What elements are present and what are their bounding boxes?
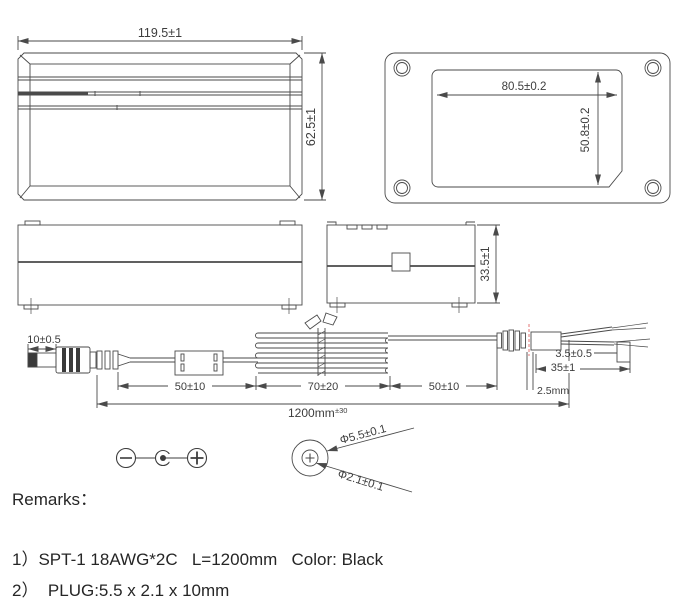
dc-socket [391,252,411,272]
positive-terminal-icon [186,447,208,469]
remark-line-2: 2） PLUG:5.5 x 2.1 x 10mm [12,581,230,600]
front-width-dim-label: 119.5±1 [138,26,182,40]
total-length-label: 1200mm [288,406,335,420]
end-view [326,221,500,313]
remarks-title: Remarks： [12,490,98,509]
polarity-diagram [115,447,208,469]
plug-detail [291,427,415,493]
wire-gap-dim-label: 2.5mm [537,385,569,397]
outer-diameter-label: Φ5.5±0.1 [339,423,388,447]
front-view [17,36,326,201]
side-view [17,220,303,314]
coil-dim-label: 70±20 [308,381,339,393]
coiled-cable [255,332,389,374]
end-height-dim-label: 33.5±1 [480,246,492,281]
front-height-dim-label: 62.5±1 [304,108,318,146]
seg1-dim-label: 50±10 [175,381,206,393]
label-backing [422,379,466,391]
adapter-drawing-canvas: 119.5±1 62.5±1 80.5±0.2 50.8±0.2 [17,26,671,494]
inner-diameter-label: Φ2.1±0.1 [336,468,385,493]
dc-plug [27,346,131,374]
center-pin-icon [154,449,188,467]
wire-ends [560,322,651,348]
output-connector [496,329,562,352]
bottom-width-dim-label: 80.5±0.2 [502,81,547,93]
plug-dim-label: 10±0.5 [27,334,61,346]
remark-line-1: 1）SPT-1 18AWG*2C L=1200mm Color: Black [12,550,384,569]
negative-terminal-icon [115,447,137,469]
tail-dim-label: 35±1 [551,362,575,374]
ferrite-bead [174,350,224,376]
seg2-dim-label: 50±10 [429,381,460,393]
total-length-tolerance: ±30 [335,406,347,415]
strip-dim-label: 3.5±0.5 [555,348,592,360]
label-backing [301,379,345,391]
bottom-view [384,52,671,204]
twist-tie [304,312,338,376]
bottom-height-dim-label: 50.8±0.2 [580,108,592,153]
label-backing [168,379,212,391]
screw-hole-icon [393,59,662,197]
label-backing [546,361,580,373]
